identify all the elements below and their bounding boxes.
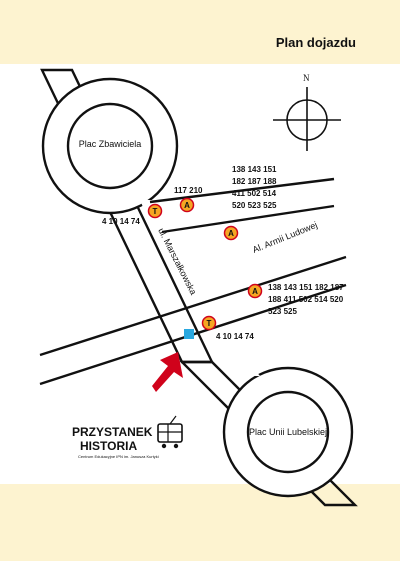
logo-line-1: PRZYSTANEK [72, 425, 153, 439]
roundabout-plac-zbawiciela [41, 77, 179, 215]
tram-stop-letter: T [153, 207, 158, 216]
compass-north-label: N [303, 73, 310, 83]
compass-rose: N [273, 73, 341, 151]
bus-stop-lines-row: 138 143 151 [232, 165, 277, 174]
place-label-plac-unii-lubelskiej: Plac Unii Lubelskiej [249, 427, 327, 437]
bus-stop-letter: A [252, 287, 258, 296]
direction-arrow-icon [152, 352, 183, 392]
bus-stop-letter: A [184, 201, 190, 210]
bus-stop-lines-row: 188 411 502 514 520 [268, 295, 344, 304]
bus-stop-icon [247, 283, 263, 299]
tram-stop-icon [201, 315, 217, 331]
bus-stop-mid: A 138 143 151 182 187 188 411 502 514 52… [223, 165, 277, 241]
bus-stop-lines-row: 138 143 151 182 187 [268, 283, 344, 292]
place-label-plac-zbawiciela: Plac Zbawiciela [79, 139, 142, 149]
logo-line-2: HISTORIA [80, 439, 137, 453]
tram-stop-lines: 4 10 14 74 [102, 217, 140, 226]
bus-stop-lines-row: 182 187 188 [232, 177, 277, 186]
bus-stop-lines: 117 210 [174, 186, 203, 195]
cross-street-north [149, 177, 335, 234]
tram-stop-lines: 4 10 14 74 [216, 332, 254, 341]
bus-stop-lines-row: 411 502 514 [232, 189, 277, 198]
tram-stop-top: T 4 10 14 74 [102, 203, 163, 226]
tram-stop-low: T 4 10 14 74 [201, 315, 254, 341]
przystanek-historia-logo: PRZYSTANEK HISTORIA Centrum Edukacyjne I… [72, 415, 183, 459]
tram-stop-letter: T [207, 319, 212, 328]
bus-stop-lines-row: 523 525 [268, 307, 297, 316]
logo-subtitle: Centrum Edukacyjne IPN im. Janusza Kurty… [78, 454, 159, 459]
bus-stop-lines-row: 520 523 525 [232, 201, 277, 210]
destination-marker [184, 329, 194, 339]
bus-stop-letter: A [228, 229, 234, 238]
page-title: Plan dojazdu [275, 35, 356, 50]
tram-stop-icon [147, 203, 163, 219]
bus-stop-icon [179, 197, 195, 213]
bus-stop-icon [223, 225, 239, 241]
bus-stop-low: A 138 143 151 182 187 188 411 502 514 52… [247, 283, 344, 316]
roundabout-plac-unii-lubelskiej [222, 366, 354, 498]
tram-icon [157, 415, 183, 449]
bus-stop-top: A 117 210 [174, 186, 203, 213]
